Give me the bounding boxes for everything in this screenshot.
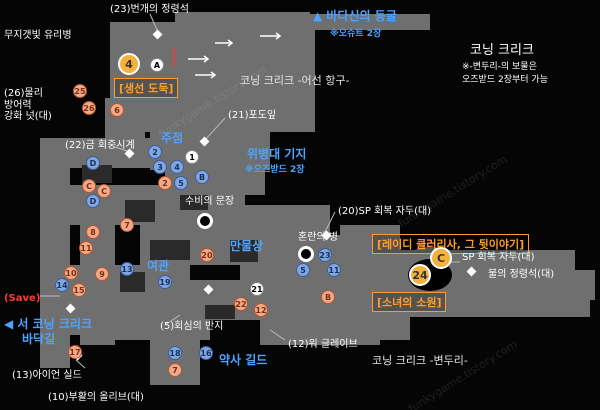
chest-marker[interactable]: C bbox=[97, 184, 111, 198]
chest-marker[interactable]: 11 bbox=[79, 241, 93, 255]
chest-marker[interactable]: 16 bbox=[199, 346, 213, 360]
chest-marker[interactable]: A bbox=[150, 58, 164, 72]
ring-marker bbox=[298, 246, 314, 262]
ring-marker bbox=[197, 213, 213, 229]
chest-marker[interactable]: 14 bbox=[55, 278, 69, 292]
chest-marker[interactable]: 2 bbox=[158, 176, 172, 190]
chest-marker[interactable]: 25 bbox=[73, 84, 87, 98]
facility-inn: 여관 bbox=[147, 259, 170, 273]
chest-marker[interactable]: 20 bbox=[200, 248, 214, 262]
chest-marker[interactable]: 1 bbox=[185, 150, 199, 164]
chest-marker[interactable]: 7 bbox=[120, 218, 134, 232]
chest-marker[interactable]: 5 bbox=[296, 263, 310, 277]
chest-marker[interactable]: 21 bbox=[250, 282, 264, 296]
label-thunder-stone: (23)번개의 정령석 bbox=[110, 4, 189, 15]
map-note-1: ※-변두리-의 보물은 bbox=[462, 62, 537, 72]
chest-marker[interactable]: 26 bbox=[82, 101, 96, 115]
facility-guard-base: 위병대 기지 bbox=[247, 147, 307, 161]
chest-marker[interactable]: 7 bbox=[168, 363, 182, 377]
destination-west-lower[interactable]: ◀ 서 코닝 크리크 bbox=[4, 317, 93, 331]
facility-tavern: 주점 bbox=[161, 131, 184, 145]
sea-cave-label: 바다신의 동굴 bbox=[326, 9, 397, 23]
chest-marker[interactable]: B bbox=[321, 290, 335, 304]
facility-pharmacy: 약사 길드 bbox=[219, 353, 268, 367]
chest-marker[interactable]: 2 bbox=[148, 145, 162, 159]
leader-lines bbox=[40, 13, 460, 369]
chest-marker[interactable]: 5 bbox=[174, 176, 188, 190]
chest-marker[interactable]: 18 bbox=[168, 346, 182, 360]
map-note-2: 오즈받드 2장부터 가능 bbox=[462, 75, 548, 85]
label-sp-plum-20: (20)SP 회복 자두(대) bbox=[338, 206, 432, 217]
quest-lady-clerisa[interactable]: [레이디 클러리사, 그 뒷이야기] bbox=[372, 234, 530, 254]
chest-marker[interactable]: 19 bbox=[158, 275, 172, 289]
quest-marker[interactable]: 4 bbox=[118, 53, 140, 75]
guard-base-note: ※오즈받드 2장 bbox=[245, 165, 305, 175]
label-ring: (5)회심의 반지 bbox=[160, 321, 224, 332]
quest-stolen-fish[interactable]: [생선 도둑] bbox=[114, 78, 179, 98]
chest-marker[interactable]: D bbox=[86, 194, 100, 208]
label-sp-plum: SP 회복 자두(대) bbox=[462, 252, 535, 263]
chest-marker[interactable]: 8 bbox=[86, 225, 100, 239]
chest-marker[interactable]: C bbox=[82, 179, 96, 193]
chest-marker[interactable]: 13 bbox=[120, 262, 134, 276]
chest-marker[interactable]: 3 bbox=[153, 160, 167, 174]
area-outskirts: 코닝 크리크 -변두리- bbox=[372, 354, 468, 367]
chest-marker[interactable]: 22 bbox=[234, 297, 248, 311]
label-chaos-bottle: 혼란의 병 bbox=[298, 232, 338, 243]
chest-marker[interactable]: 9 bbox=[95, 267, 109, 281]
label-grape-leaf: (21)포도잎 bbox=[228, 110, 277, 121]
save-point-label[interactable]: (Save) bbox=[4, 293, 41, 304]
facility-general-store: 만물상 bbox=[230, 239, 264, 253]
area-harbor: 코닝 크리크 -어선 항구- bbox=[240, 74, 350, 87]
quest-girls-wish[interactable]: [소녀의 소원] bbox=[372, 292, 447, 312]
label-rainbow-bottle: 무지갯빛 유리병 bbox=[4, 30, 72, 41]
label-iron-shield: (13)아이언 실드 bbox=[12, 370, 82, 381]
label-fire-stone: 불의 정령석(대) bbox=[488, 269, 555, 280]
walkable-area bbox=[40, 12, 595, 385]
label-revival-olive: (10)부활의 올리브(대) bbox=[48, 392, 144, 403]
chest-marker[interactable]: 23 bbox=[318, 248, 332, 262]
route-arrows bbox=[188, 32, 282, 79]
chest-marker[interactable]: 6 bbox=[110, 103, 124, 117]
label-defense-nut-text: (26)물리 방어력 강화 넛(대) bbox=[4, 88, 52, 122]
quest-marker[interactable]: C bbox=[430, 247, 452, 269]
chest-marker[interactable]: 4 bbox=[170, 160, 184, 174]
chest-marker[interactable]: 15 bbox=[72, 283, 86, 297]
label-defense-crest: 수비의 문장 bbox=[185, 196, 235, 207]
chest-marker[interactable]: D bbox=[86, 156, 100, 170]
label-war-glaive: (12)워 글레이브 bbox=[288, 339, 358, 350]
chest-marker[interactable]: B bbox=[195, 170, 209, 184]
map-title: 코닝 크리크 bbox=[470, 43, 534, 58]
destination-sea-cave[interactable]: ▲ 바다신의 동굴 bbox=[313, 9, 397, 24]
chest-marker[interactable]: 17 bbox=[68, 345, 82, 359]
chest-marker[interactable]: 10 bbox=[64, 266, 78, 280]
triangle-up-icon: ▲ bbox=[313, 9, 323, 23]
label-gold-watch: (22)금 회중시계 bbox=[65, 140, 135, 151]
quest-marker[interactable]: 24 bbox=[409, 264, 431, 286]
destination-west-lower-2: 바닥길 bbox=[22, 332, 56, 346]
chest-marker[interactable]: 12 bbox=[254, 303, 268, 317]
label-defense-nut: (26)물리 방어력 강화 넛(대) bbox=[4, 88, 52, 123]
sea-cave-note: ※오슈트 2장 bbox=[330, 29, 382, 39]
buildings bbox=[82, 165, 258, 319]
chest-marker[interactable]: 11 bbox=[327, 263, 341, 277]
